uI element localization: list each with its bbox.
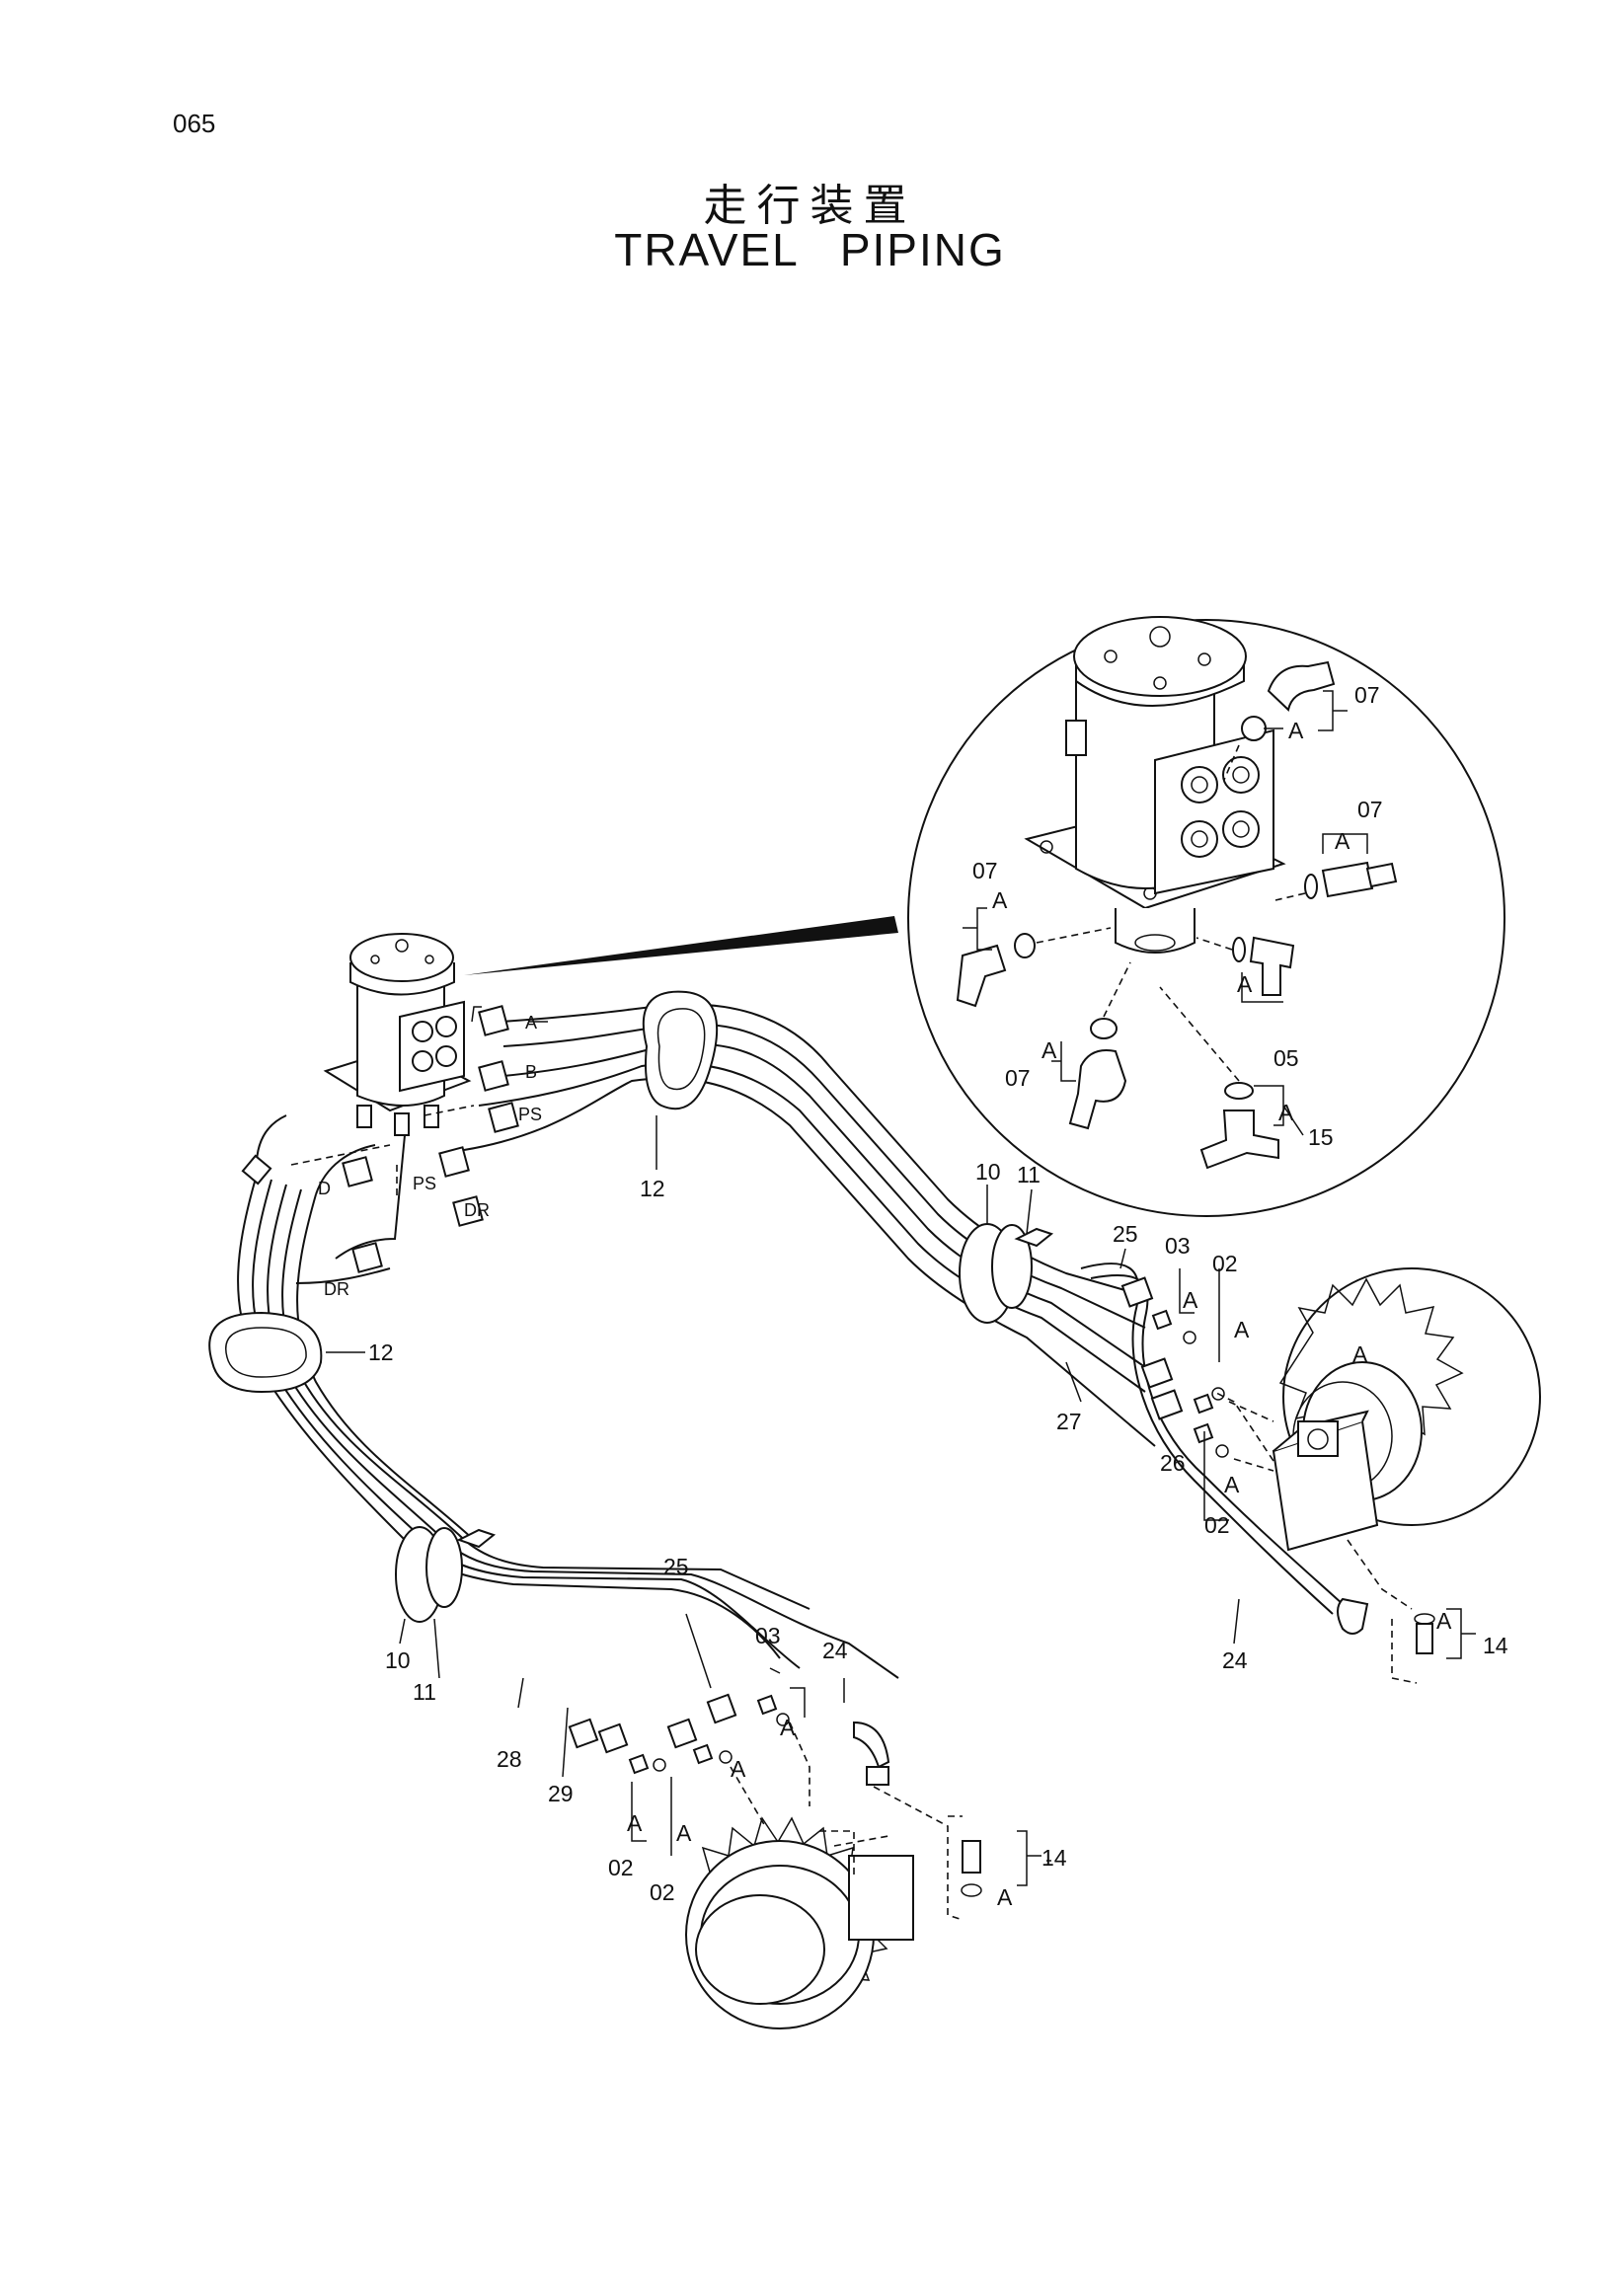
callout-a: A	[997, 1884, 1013, 1910]
leader-lines	[326, 1115, 1240, 1862]
callout-a: A	[1288, 718, 1304, 743]
callout-a: A	[1352, 1341, 1368, 1367]
part-label: 27	[1056, 1409, 1082, 1434]
callout-a: A	[780, 1715, 796, 1740]
hose-clamp-10-11-upper	[959, 1223, 1054, 1324]
detail-part-number-labels: 07 07 07 07 05 15	[972, 682, 1383, 1150]
callout-a: A	[1234, 1317, 1250, 1342]
callout-a: A	[731, 1756, 746, 1782]
hose-clamp-10-11-lower	[395, 1526, 497, 1623]
part-label: 02	[1212, 1251, 1238, 1276]
part-label: 28	[497, 1746, 522, 1772]
part-label: 24	[1222, 1647, 1248, 1673]
hose-clamp-12-left	[208, 1311, 323, 1394]
part-label: 14	[1041, 1845, 1067, 1871]
detail-part-label: 07	[1357, 797, 1383, 822]
part-label: 26	[1160, 1450, 1186, 1476]
callout-a: A	[627, 1810, 643, 1836]
detail-part-label: 07	[972, 858, 998, 883]
callout-a: A	[1224, 1472, 1240, 1497]
part-label: 12	[640, 1176, 665, 1201]
port-labels: A B PS PS D DR DR	[318, 1013, 542, 1299]
part-label: 10	[385, 1647, 411, 1673]
part-label: 02	[650, 1879, 675, 1905]
callout-a: A	[1335, 828, 1350, 854]
port-label-d: D	[318, 1179, 331, 1198]
fitting-15	[1159, 986, 1304, 1170]
part-label: 25	[1113, 1221, 1138, 1247]
fitting-07-left	[956, 907, 1112, 1008]
callout-a: A	[1436, 1608, 1452, 1634]
part-label: 29	[548, 1781, 574, 1806]
port-label-b: B	[525, 1062, 537, 1082]
part-label: 24	[822, 1638, 848, 1663]
part-label: 14	[1483, 1633, 1508, 1658]
detail-part-label: 15	[1308, 1124, 1334, 1150]
swivel-joint	[290, 933, 475, 1199]
port-label-a: A	[525, 1013, 537, 1033]
part-label: 10	[975, 1159, 1001, 1185]
travel-motor-left	[568, 1687, 1041, 2029]
callout-a: A	[992, 887, 1008, 913]
part-number-labels: 12 12 10 11 10 11 25 03 02 27 26 02 24 1…	[368, 1159, 1508, 1905]
hose-clamp-12-top	[642, 990, 719, 1110]
fitting-07-top	[1223, 660, 1348, 781]
detail-view-swivel-joint	[464, 616, 1505, 1217]
page-number: 065	[173, 109, 216, 138]
page-title-chinese: 走行装置	[703, 181, 917, 231]
part-label: 02	[1204, 1512, 1230, 1538]
part-label: 03	[755, 1623, 781, 1648]
callout-a: A	[676, 1820, 692, 1846]
detail-part-label: 07	[1354, 682, 1380, 708]
part-label: 02	[608, 1855, 634, 1880]
part-label: 03	[1165, 1233, 1191, 1259]
hose-end-fittings-swivel	[241, 1005, 548, 1273]
callout-a: A	[1183, 1287, 1198, 1313]
callout-a-labels: A A A A A A A A A A A A A A A A	[627, 718, 1452, 1910]
detail-part-label: 07	[1005, 1065, 1031, 1091]
callout-a: A	[1237, 971, 1253, 997]
page-title: TRAVEL PIPING	[614, 224, 1006, 275]
port-label-dr: DR	[464, 1200, 490, 1220]
part-label: 25	[663, 1554, 689, 1579]
port-label-dr: DR	[324, 1279, 349, 1299]
callout-a: A	[1041, 1037, 1057, 1063]
detail-part-label: 05	[1273, 1045, 1299, 1071]
part-label: 11	[413, 1679, 436, 1705]
callout-a: A	[1278, 1100, 1294, 1125]
fitting-05	[1196, 936, 1295, 1003]
part-label: 12	[368, 1339, 394, 1365]
fitting-07-bottom	[1051, 961, 1131, 1130]
hose-bundle-main	[208, 990, 1344, 1679]
port-label-ps: PS	[413, 1174, 436, 1193]
part-label: 11	[1017, 1162, 1041, 1187]
port-label-ps: PS	[518, 1105, 542, 1124]
travel-motor-right	[1120, 1267, 1541, 1684]
fitting-07-right	[1274, 833, 1398, 901]
